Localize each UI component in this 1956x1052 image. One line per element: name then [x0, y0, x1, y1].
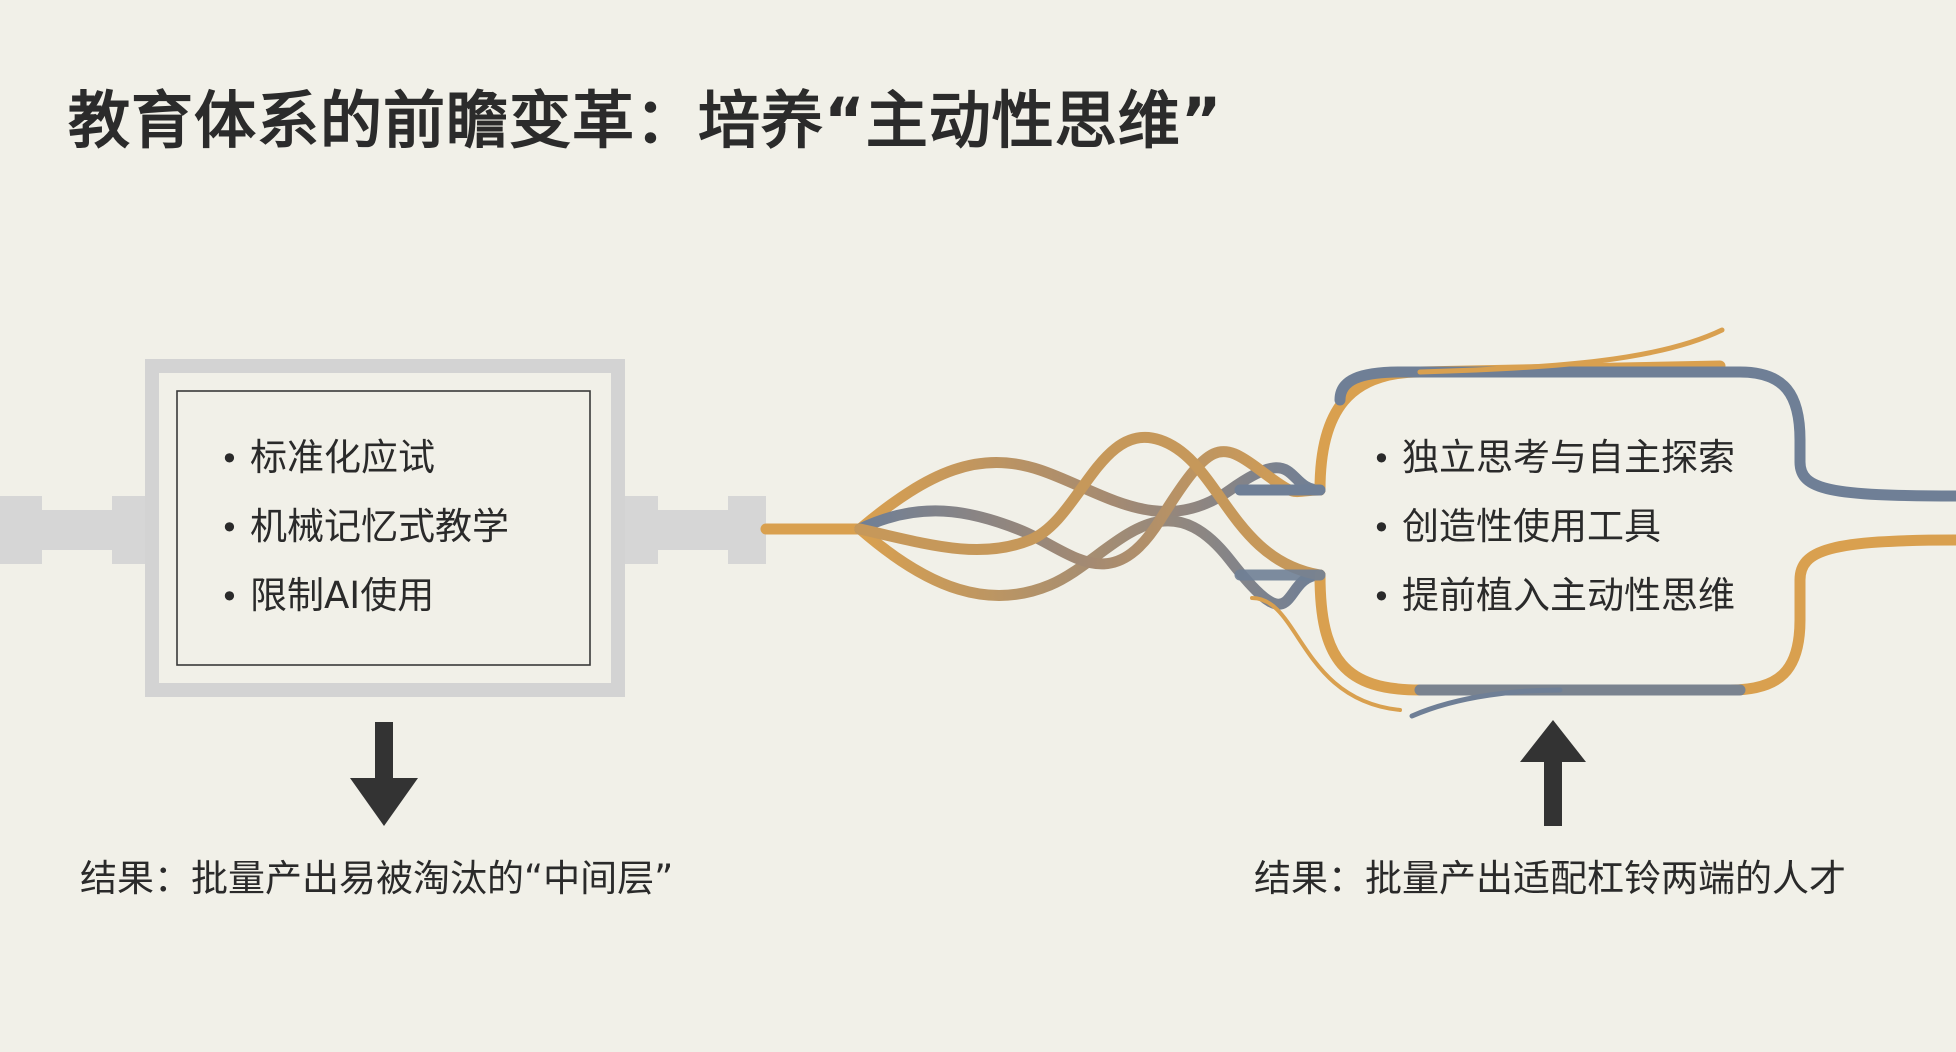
streak-bottom-orange: [1250, 596, 1402, 712]
streams: [760, 327, 1956, 719]
right-item: 提前植入主动性思维: [1372, 562, 1735, 631]
right-item: 独立思考与自主探索: [1372, 424, 1735, 493]
left-item: 机械记忆式教学: [220, 493, 509, 562]
left-item-list: 标准化应试 机械记忆式教学 限制AI使用: [220, 424, 509, 631]
stream-braid-4: [854, 432, 1326, 581]
right-item: 创造性使用工具: [1372, 493, 1735, 562]
left-item: 标准化应试: [220, 424, 509, 493]
pipe-left-notch: [42, 510, 112, 550]
loop-blue-bottom: [1234, 569, 1746, 696]
pipe-right-notch: [658, 510, 728, 550]
page-title: 教育体系的前瞻变革：培养“主动性思维”: [68, 84, 1223, 157]
stream-braid-2: [854, 515, 1326, 610]
right-result: 结果：批量产出适配杠铃两端的人才: [1254, 857, 1846, 900]
streak-bottom-blue: [1409, 687, 1563, 719]
arrow-down-icon: [350, 722, 418, 826]
left-box-outer: [145, 359, 625, 697]
arrow-up-shaft: [1544, 758, 1562, 826]
arrow-up-head: [1520, 720, 1586, 762]
pipe-left-segment: [0, 496, 42, 564]
pipe-right-segment: [728, 496, 766, 564]
stream-braid-3: [854, 446, 1326, 570]
left-result: 结果：批量产出易被淘汰的“中间层”: [80, 857, 674, 900]
right-item-list: 独立思考与自主探索 创造性使用工具 提前植入主动性思维: [1372, 424, 1735, 631]
streak-top: [1417, 327, 1725, 375]
stream-braid-1: [854, 457, 1326, 535]
arrow-down-shaft: [375, 722, 393, 780]
arrow-down-head: [350, 778, 418, 826]
left-item: 限制AI使用: [220, 562, 509, 631]
arrow-up-icon: [1520, 720, 1586, 826]
loop-orange-bottom: [1314, 534, 1956, 696]
left-box-inner: [176, 390, 591, 666]
loop-blue-top: [1234, 366, 1956, 502]
